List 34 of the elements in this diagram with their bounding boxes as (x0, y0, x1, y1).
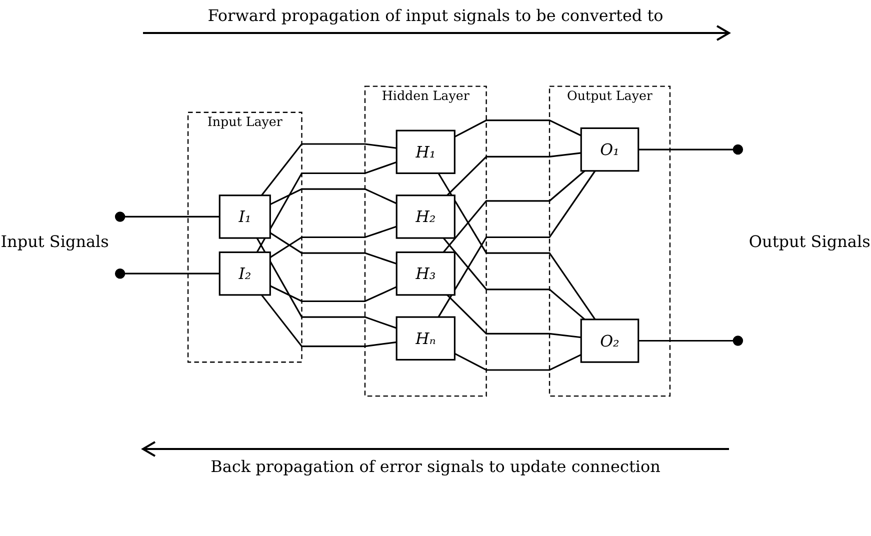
connector (256, 161, 397, 252)
connector (270, 284, 397, 302)
connector (446, 152, 582, 196)
arrow-caption: Forward propagation of input signals to be converted to (208, 6, 664, 25)
connector (124, 216, 220, 218)
connector (270, 188, 397, 205)
node-box: H₃ (396, 251, 456, 296)
connector (454, 119, 582, 138)
connector (454, 352, 582, 371)
connector (638, 148, 734, 150)
connector (260, 143, 397, 196)
node-box: I₂ (218, 251, 271, 296)
node-circle (732, 144, 743, 154)
node-box: I₁ (218, 194, 271, 239)
connector (260, 294, 397, 347)
connector (442, 170, 586, 253)
connector (270, 226, 397, 258)
node-box: Hₙ (396, 316, 456, 360)
connector (270, 232, 397, 264)
node-box: H₂ (396, 194, 456, 239)
connector (446, 294, 582, 338)
node-circle (732, 335, 743, 346)
node-box: O₂ (580, 318, 640, 363)
signal-label: Output Signals (748, 232, 870, 250)
arrow-caption: Back propagation of error signals to update connection (210, 457, 660, 476)
connector (256, 237, 397, 329)
connector (442, 237, 586, 320)
signal-label: Input Signals (0, 232, 109, 250)
connector (638, 340, 734, 342)
node-circle (114, 211, 126, 222)
node-box: H₁ (396, 130, 456, 174)
node-circle (114, 268, 126, 279)
connector (124, 272, 220, 274)
node-box: O₁ (580, 127, 640, 172)
